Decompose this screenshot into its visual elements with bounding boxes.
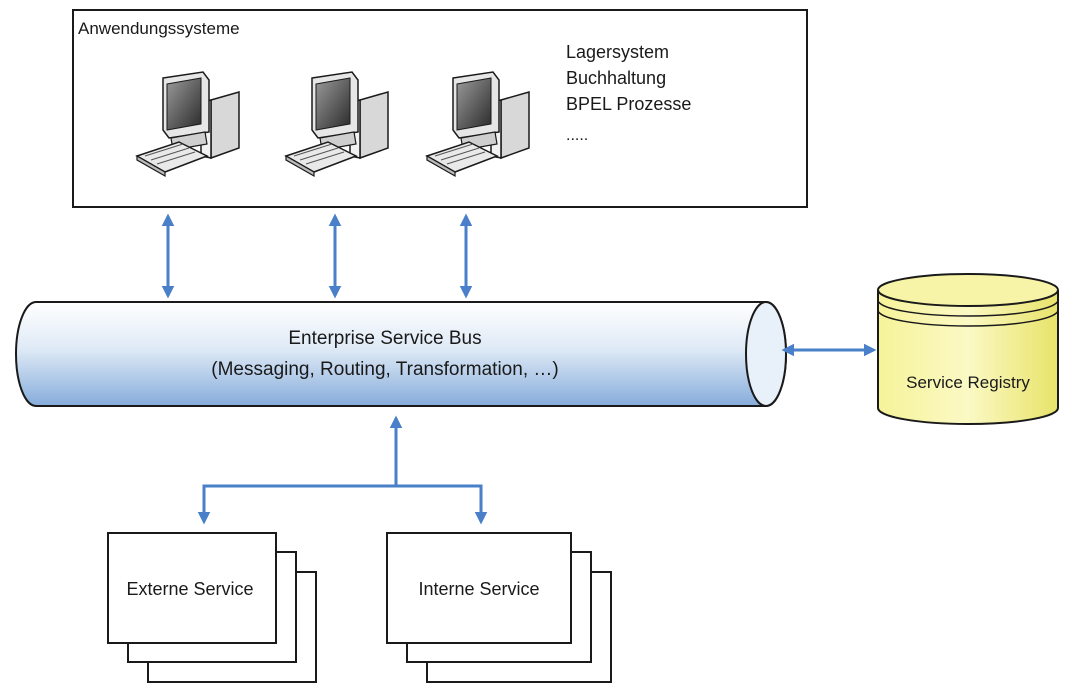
app-item-bpel-prozesse: BPEL Prozesse [566, 94, 691, 114]
enterprise-service-bus: Enterprise Service Bus (Messaging, Routi… [15, 301, 787, 407]
bus-services-connectors [197, 415, 488, 525]
bus-end-cap [745, 301, 787, 407]
app-bus-connectors [161, 213, 473, 299]
registry-label: Service Registry [906, 373, 1030, 392]
bus-body [15, 301, 787, 407]
internal-service-stack: Interne Service [386, 532, 612, 683]
registry-body [877, 290, 1059, 425]
application-systems-title: Anwendungssysteme [78, 19, 240, 38]
registry-ring [877, 309, 1059, 327]
desktop-computer-icon [284, 71, 389, 178]
bus-title: Enterprise Service Bus [288, 328, 481, 349]
registry-top [877, 273, 1059, 307]
bus-subtitle: (Messaging, Routing, Transformation, …) [211, 359, 558, 380]
connector-branch [202, 484, 483, 520]
document-page [107, 532, 277, 644]
desktop-computer-icon [135, 71, 240, 178]
registry-ring [877, 299, 1059, 317]
service-registry-database: Service Registry [877, 273, 1059, 425]
external-service-label: Externe Service [126, 579, 253, 599]
desktop-computer-icon [425, 71, 530, 178]
app-item-buchhaltung: Buchhaltung [566, 68, 666, 88]
internal-service-label: Interne Service [418, 579, 539, 599]
app-item-more: ..... [566, 127, 588, 144]
document-page [386, 532, 572, 644]
external-service-stack: Externe Service [107, 532, 317, 683]
app-item-lagersystem: Lagersystem [566, 42, 669, 62]
